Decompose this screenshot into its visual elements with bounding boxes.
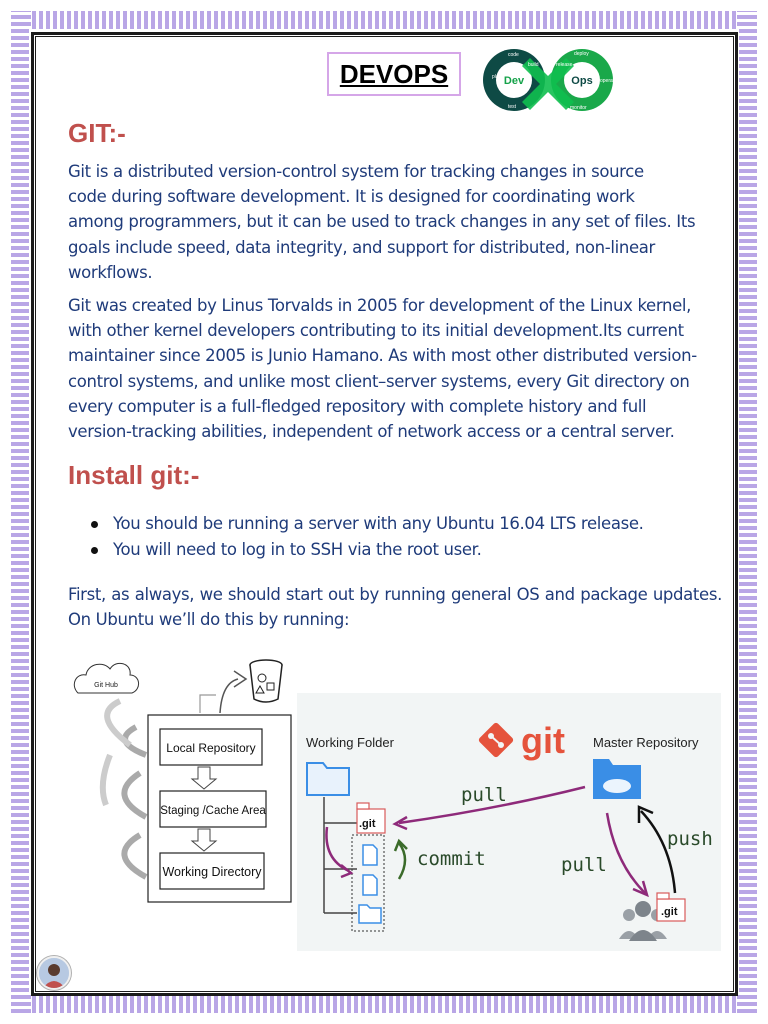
author-avatar bbox=[37, 956, 71, 990]
git-p2-line: control systems, and unlike most client–… bbox=[68, 371, 690, 391]
logo-word-test: test bbox=[508, 104, 517, 110]
git-p2-line: every computer is a full-fledged reposit… bbox=[68, 396, 647, 416]
working-folder-label: Working Folder bbox=[306, 735, 395, 750]
install-bullet-list: You should be running a server with any … bbox=[90, 511, 644, 563]
logo-word-code: code bbox=[508, 52, 519, 58]
git-areas-diagram: Git Hub Local Repository Staging /Cache … bbox=[73, 659, 292, 903]
cloud-folder-icon bbox=[593, 759, 641, 799]
git-workflow-diagram: Working Folder git Master Repository .gi… bbox=[297, 693, 721, 951]
git-paragraph-2: Git was created by Linus Torvalds in 200… bbox=[68, 293, 718, 444]
page-border bbox=[31, 32, 738, 996]
install-paragraph: First, as always, we should start out by… bbox=[68, 585, 722, 630]
git-p1-line: Git is a distributed version-control sys… bbox=[68, 162, 644, 181]
file-icon bbox=[358, 844, 382, 924]
storage-bucket-icon bbox=[249, 659, 283, 703]
git-p2-line: version-tracking abilities, independent … bbox=[68, 422, 675, 442]
list-item: You will need to log in to SSH via the r… bbox=[90, 537, 644, 563]
git-p1-line: goals include speed, data integrity, and… bbox=[68, 237, 655, 257]
devops-logo: Dev Ops plan code build test release dep… bbox=[483, 49, 617, 111]
working-directory-box bbox=[159, 852, 265, 890]
page-frame-left bbox=[11, 11, 31, 1013]
logo-word-build: build bbox=[528, 62, 539, 68]
logo-word-deploy: deploy bbox=[574, 51, 589, 57]
git-file-icon bbox=[356, 802, 386, 834]
git-heading: GIT:- bbox=[68, 118, 126, 148]
git-logo-icon bbox=[478, 722, 514, 758]
git-p2-line: maintainer since 2005 is Junio Hamano. A… bbox=[68, 346, 697, 366]
git-file-icon bbox=[656, 892, 686, 922]
staging-area-label: Staging /Cache Area bbox=[160, 805, 266, 817]
master-repository-label: Master Repository bbox=[593, 735, 699, 750]
github-cloud-icon bbox=[73, 662, 139, 694]
working-directory-label: Working Directory bbox=[162, 865, 262, 879]
commit-label: commit bbox=[417, 848, 486, 870]
git-file-remote-label: .git bbox=[661, 906, 678, 918]
users-group-icon bbox=[619, 901, 667, 941]
git-p2-line: Git was created by Linus Torvalds in 200… bbox=[68, 296, 692, 315]
bullet-icon bbox=[91, 521, 98, 528]
github-label: Git Hub bbox=[94, 682, 118, 689]
bullet-icon bbox=[91, 547, 98, 554]
logo-word-release: release bbox=[556, 62, 573, 68]
git-file-label: .git bbox=[359, 818, 376, 830]
git-logo-text: git bbox=[521, 720, 565, 761]
logo-word-monitor: monitor bbox=[570, 105, 587, 111]
git-p2-line: with other kernel developers contributin… bbox=[68, 321, 684, 341]
push-label: push bbox=[667, 828, 713, 850]
bullet-text: You will need to log in to SSH via the r… bbox=[113, 540, 482, 559]
git-p1-line: code during software development. It is … bbox=[68, 187, 635, 207]
person-icon bbox=[39, 958, 69, 988]
list-item: You should be running a server with any … bbox=[90, 511, 644, 537]
local-repository-box bbox=[159, 728, 263, 766]
git-p1-line: among programmers, but it can be used to… bbox=[68, 212, 696, 232]
logo-dev-text: Dev bbox=[504, 75, 525, 87]
git-p1-line: workflows. bbox=[68, 262, 153, 282]
logo-word-operate: operate bbox=[600, 78, 617, 84]
page-frame-right bbox=[737, 11, 757, 1013]
pull-bottom-label: pull bbox=[561, 854, 607, 876]
folder-icon bbox=[306, 762, 350, 796]
bullet-text: You should be running a server with any … bbox=[113, 514, 644, 533]
page-title: DEVOPS bbox=[339, 58, 449, 89]
logo-word-plan: plan bbox=[492, 74, 502, 80]
pull-top-label: pull bbox=[461, 784, 507, 806]
local-repository-label: Local Repository bbox=[166, 741, 255, 755]
staging-area-box bbox=[159, 790, 267, 828]
git-paragraph-1: Git is a distributed version-control sys… bbox=[68, 159, 718, 285]
logo-ops-text: Ops bbox=[571, 75, 592, 87]
page-title-box: DEVOPS bbox=[327, 52, 461, 96]
install-heading: Install git:- bbox=[68, 460, 200, 490]
